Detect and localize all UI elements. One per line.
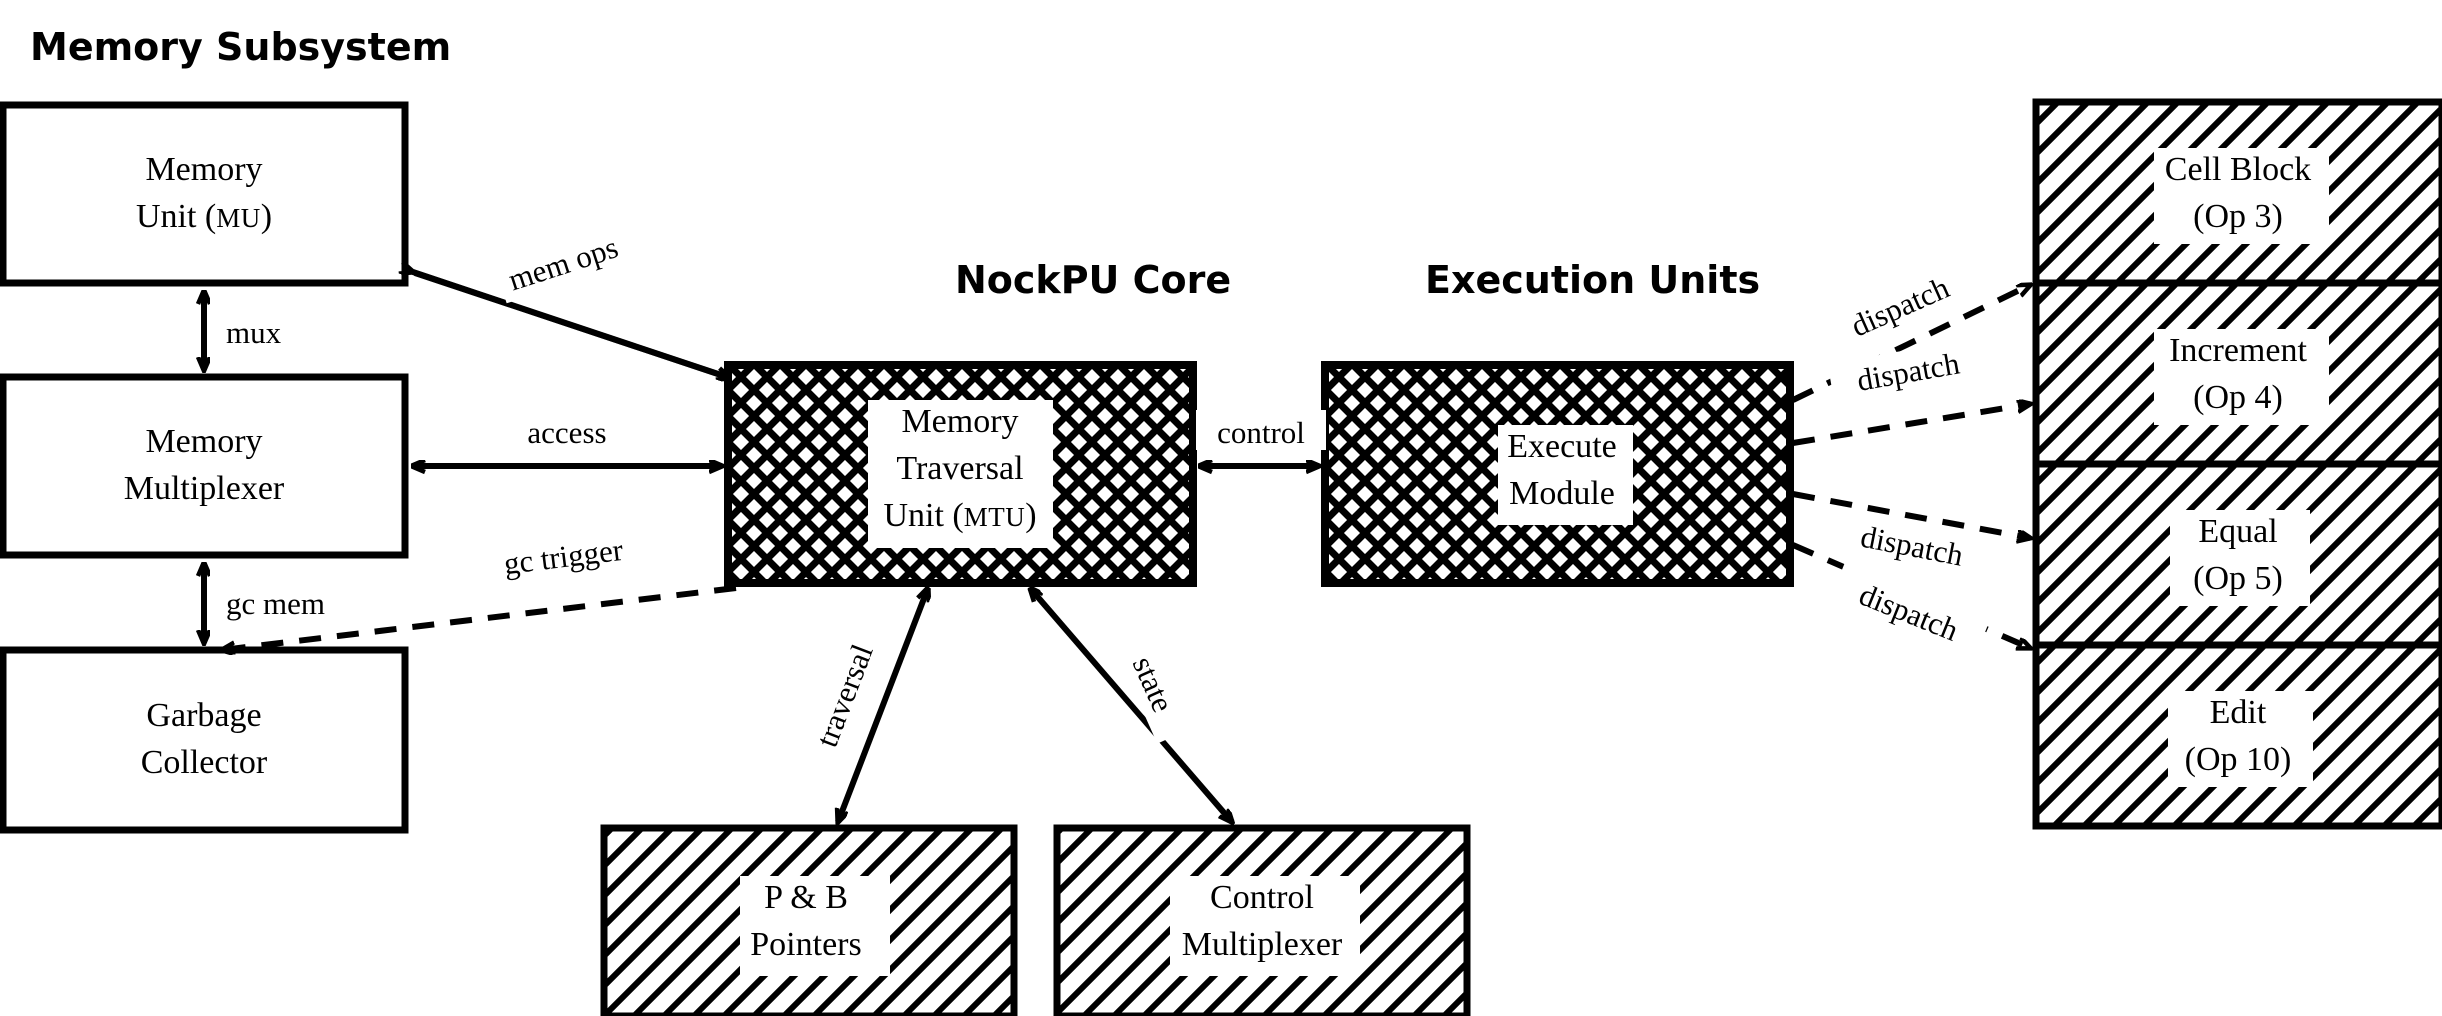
edge-mux: mux xyxy=(204,291,282,370)
block-control-multiplexer-line2: Multiplexer xyxy=(1182,926,1343,963)
block-garbage-collector-line1: Garbage xyxy=(146,697,261,734)
block-memory-unit-line2: Unit (MU) xyxy=(136,198,272,235)
group-title-memory-subsystem: Memory Subsystem xyxy=(30,25,451,69)
edge-traversal: traversal xyxy=(793,588,928,822)
edge-label-access: access xyxy=(527,415,606,450)
edge-label-mem-ops: mem ops xyxy=(504,229,622,297)
op-block-edit-line1: Edit xyxy=(2210,694,2267,731)
edge-gc-mem: gc mem xyxy=(204,563,325,643)
block-pb-pointers[interactable]: P & B Pointers xyxy=(600,824,1018,1016)
block-execute-module-line1: Execute xyxy=(1507,428,1617,465)
edge-dispatch-2: dispatch xyxy=(1792,336,2030,446)
edge-mem-ops: mem ops xyxy=(413,224,730,378)
edge-label-gc-mem: gc mem xyxy=(226,586,325,621)
op-block-cell-block[interactable]: Cell Block (Op 3) xyxy=(2032,98,2442,287)
block-control-multiplexer-line1: Control xyxy=(1210,879,1314,916)
edge-access: access xyxy=(412,410,722,466)
op-block-increment-line2: (Op 4) xyxy=(2193,379,2283,416)
op-block-edit-line2: (Op 10) xyxy=(2185,741,2292,778)
op-block-increment[interactable]: Increment (Op 4) xyxy=(2032,279,2442,468)
block-control-multiplexer[interactable]: Control Multiplexer xyxy=(1053,824,1471,1016)
block-mtu-line2: Traversal xyxy=(896,450,1023,487)
op-block-increment-line1: Increment xyxy=(2169,332,2307,369)
op-block-equal[interactable]: Equal (Op 5) xyxy=(2032,460,2442,649)
block-memory-multiplexer[interactable]: Memory Multiplexer xyxy=(0,373,409,559)
edge-dispatch-3: dispatch xyxy=(1792,491,2030,581)
block-mtu-line3: Unit (MTU) xyxy=(883,497,1036,534)
block-pb-pointers-line2: Pointers xyxy=(750,926,861,963)
edge-state: state xyxy=(1030,588,1232,822)
op-block-equal-line1: Equal xyxy=(2198,513,2277,550)
op-block-edit[interactable]: Edit (Op 10) xyxy=(2032,641,2442,830)
block-execute-module[interactable]: Execute Module xyxy=(1321,361,1794,587)
edge-dispatch-4: dispatch xyxy=(1791,542,2030,661)
block-garbage-collector-line2: Collector xyxy=(141,744,268,781)
block-pb-pointers-line1: P & B xyxy=(764,879,848,916)
edge-control: control xyxy=(1196,410,1326,466)
block-memory-multiplexer-line2: Multiplexer xyxy=(124,470,285,507)
op-block-equal-line2: (Op 5) xyxy=(2193,560,2283,597)
group-title-execution-units: Execution Units xyxy=(1425,258,1760,302)
op-block-cell-block-line1: Cell Block xyxy=(2165,151,2311,188)
edge-label-mux: mux xyxy=(226,315,282,350)
block-execute-module-line2: Module xyxy=(1509,475,1615,512)
block-garbage-collector[interactable]: Garbage Collector xyxy=(0,646,409,834)
edge-label-dispatch-4: dispatch xyxy=(1854,577,1963,648)
block-memory-unit-line1: Memory xyxy=(145,151,262,188)
block-memory-multiplexer-line1: Memory xyxy=(145,423,262,460)
block-memory-unit[interactable]: Memory Unit (MU) xyxy=(0,101,409,287)
edge-label-gc-trigger: gc trigger xyxy=(502,532,626,581)
group-title-nockpu-core: NockPU Core xyxy=(955,258,1231,302)
block-mtu-line1: Memory xyxy=(901,403,1018,440)
edge-label-control: control xyxy=(1217,415,1305,450)
op-block-cell-block-line2: (Op 3) xyxy=(2193,198,2283,235)
block-memory-traversal-unit[interactable]: Memory Traversal Unit (MTU) xyxy=(724,361,1197,587)
